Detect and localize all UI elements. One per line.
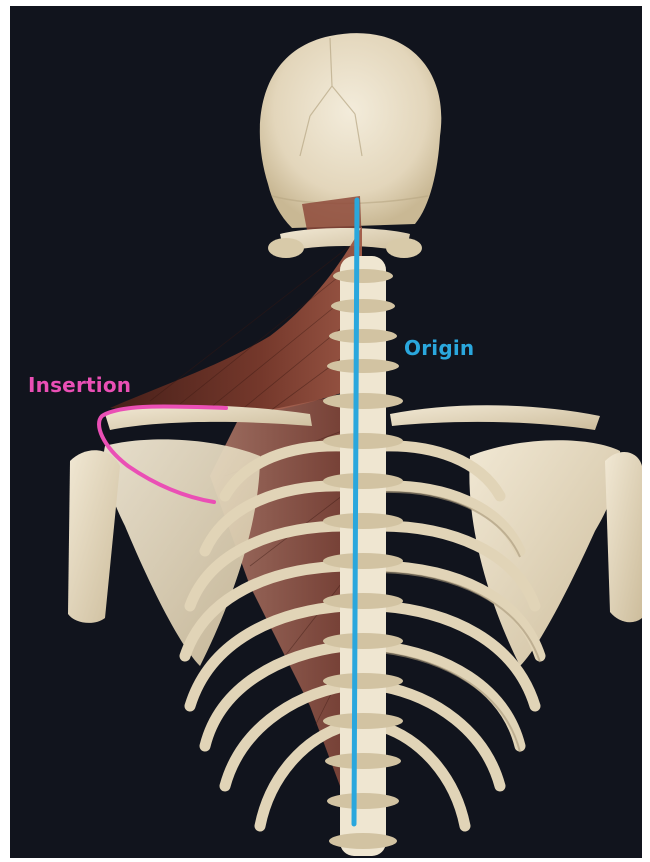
levator-scapulae-muscle xyxy=(110,226,362,416)
insertion-label: Insertion xyxy=(28,373,131,397)
right-humerus xyxy=(605,452,642,622)
skeleton-illustration xyxy=(10,6,642,858)
origin-line xyxy=(354,200,357,824)
atlas-vertebra xyxy=(268,228,422,258)
left-humerus xyxy=(68,450,120,623)
origin-label: Origin xyxy=(404,336,474,360)
anatomy-image: Origin Insertion xyxy=(10,6,642,858)
right-clavicle xyxy=(390,405,600,430)
